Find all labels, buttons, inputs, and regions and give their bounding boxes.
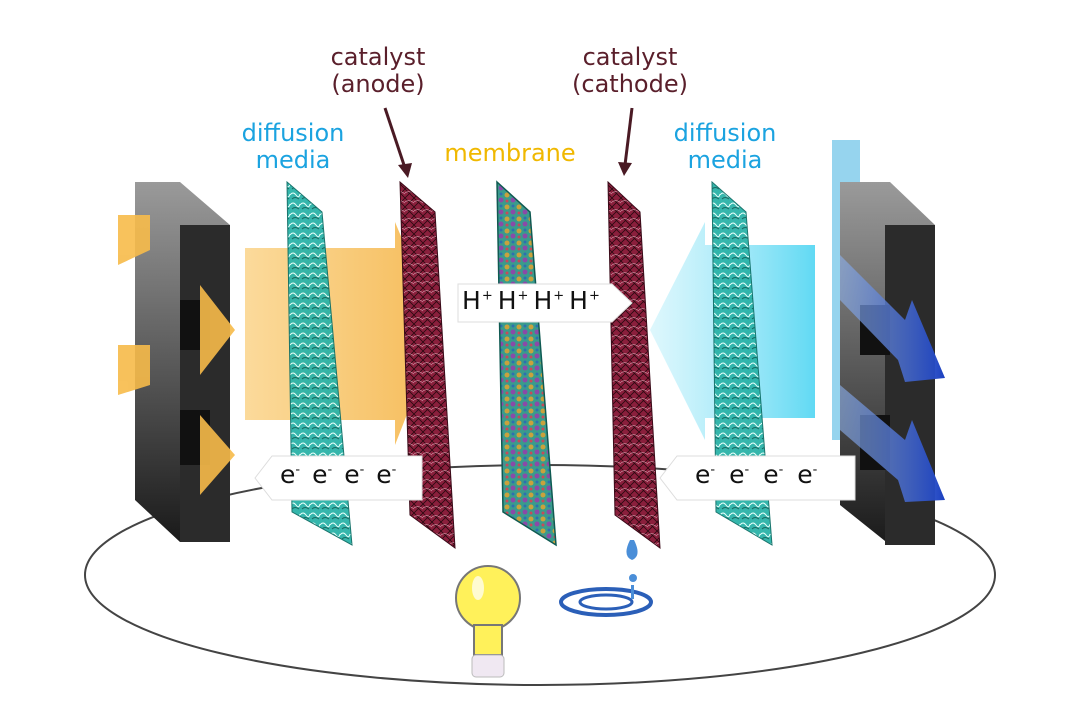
- catalyst-cathode-line1: catalyst: [582, 43, 678, 71]
- diffusion-media-right-label: diffusion media: [660, 120, 790, 174]
- electron-ions-left: e-e-e-e-: [280, 460, 408, 489]
- catalyst-anode-label: catalyst (anode): [318, 44, 438, 98]
- water-exhaust-arrows: [840, 255, 945, 502]
- cathode-diffusion-layer: [711, 180, 773, 546]
- light-bulb-icon: [455, 565, 521, 678]
- electron: e-: [376, 460, 397, 489]
- electron-charge: -: [812, 462, 818, 478]
- cathode-pointer-head: [618, 162, 632, 176]
- electron-charge: -: [295, 462, 301, 478]
- electron-charge: -: [327, 462, 333, 478]
- electron: e-: [312, 460, 333, 489]
- electron-charge: -: [778, 462, 784, 478]
- diffusion-right-line2: media: [687, 146, 763, 174]
- electron: e-: [797, 460, 818, 489]
- diffusion-media-left-label: diffusion media: [228, 120, 358, 174]
- proton-charge: +: [553, 288, 566, 304]
- proton-arrow: [457, 283, 633, 323]
- anode-pointer-arrow: [383, 107, 407, 169]
- electron-charge: -: [744, 462, 750, 478]
- proton: H+: [462, 286, 494, 315]
- electron-arrow-right: [659, 455, 856, 501]
- proton: H+: [497, 286, 530, 315]
- water-droplet-icon: [559, 540, 653, 617]
- electron: e-: [763, 460, 784, 489]
- proton: H+: [569, 286, 601, 315]
- diffusion-right-line1: diffusion: [673, 119, 777, 147]
- catalyst-cathode-line2: (cathode): [572, 70, 688, 98]
- cathode-catalyst-layer: [607, 180, 661, 550]
- cathode-pointer-arrow: [623, 107, 634, 166]
- anode-diffusion-layer: [286, 180, 353, 546]
- proton: H+: [533, 286, 566, 315]
- electron: e-: [344, 460, 365, 489]
- electron-charge: -: [359, 462, 365, 478]
- electron-charge: -: [710, 462, 716, 478]
- proton-charge: +: [517, 288, 530, 304]
- electron-arrow-left: [254, 455, 423, 501]
- diffusion-left-line1: diffusion: [241, 119, 345, 147]
- catalyst-anode-line2: (anode): [331, 70, 425, 98]
- hydrogen-inlet-arrows: [118, 215, 235, 495]
- proton-charge: +: [588, 288, 601, 304]
- proton-exchange-membrane: [496, 180, 557, 547]
- electron-ions-right: e-e-e-e-: [695, 460, 831, 489]
- electron: e-: [695, 460, 716, 489]
- anode-pointer-head: [398, 163, 412, 178]
- catalyst-cathode-label: catalyst (cathode): [560, 44, 700, 98]
- proton-ions: H+H+H+H+: [462, 286, 605, 315]
- proton-charge: +: [481, 288, 494, 304]
- electron: e-: [729, 460, 750, 489]
- electron: e-: [280, 460, 301, 489]
- membrane-label: membrane: [444, 139, 576, 167]
- catalyst-anode-line1: catalyst: [330, 43, 426, 71]
- diffusion-left-line2: media: [255, 146, 331, 174]
- electron-charge: -: [391, 462, 397, 478]
